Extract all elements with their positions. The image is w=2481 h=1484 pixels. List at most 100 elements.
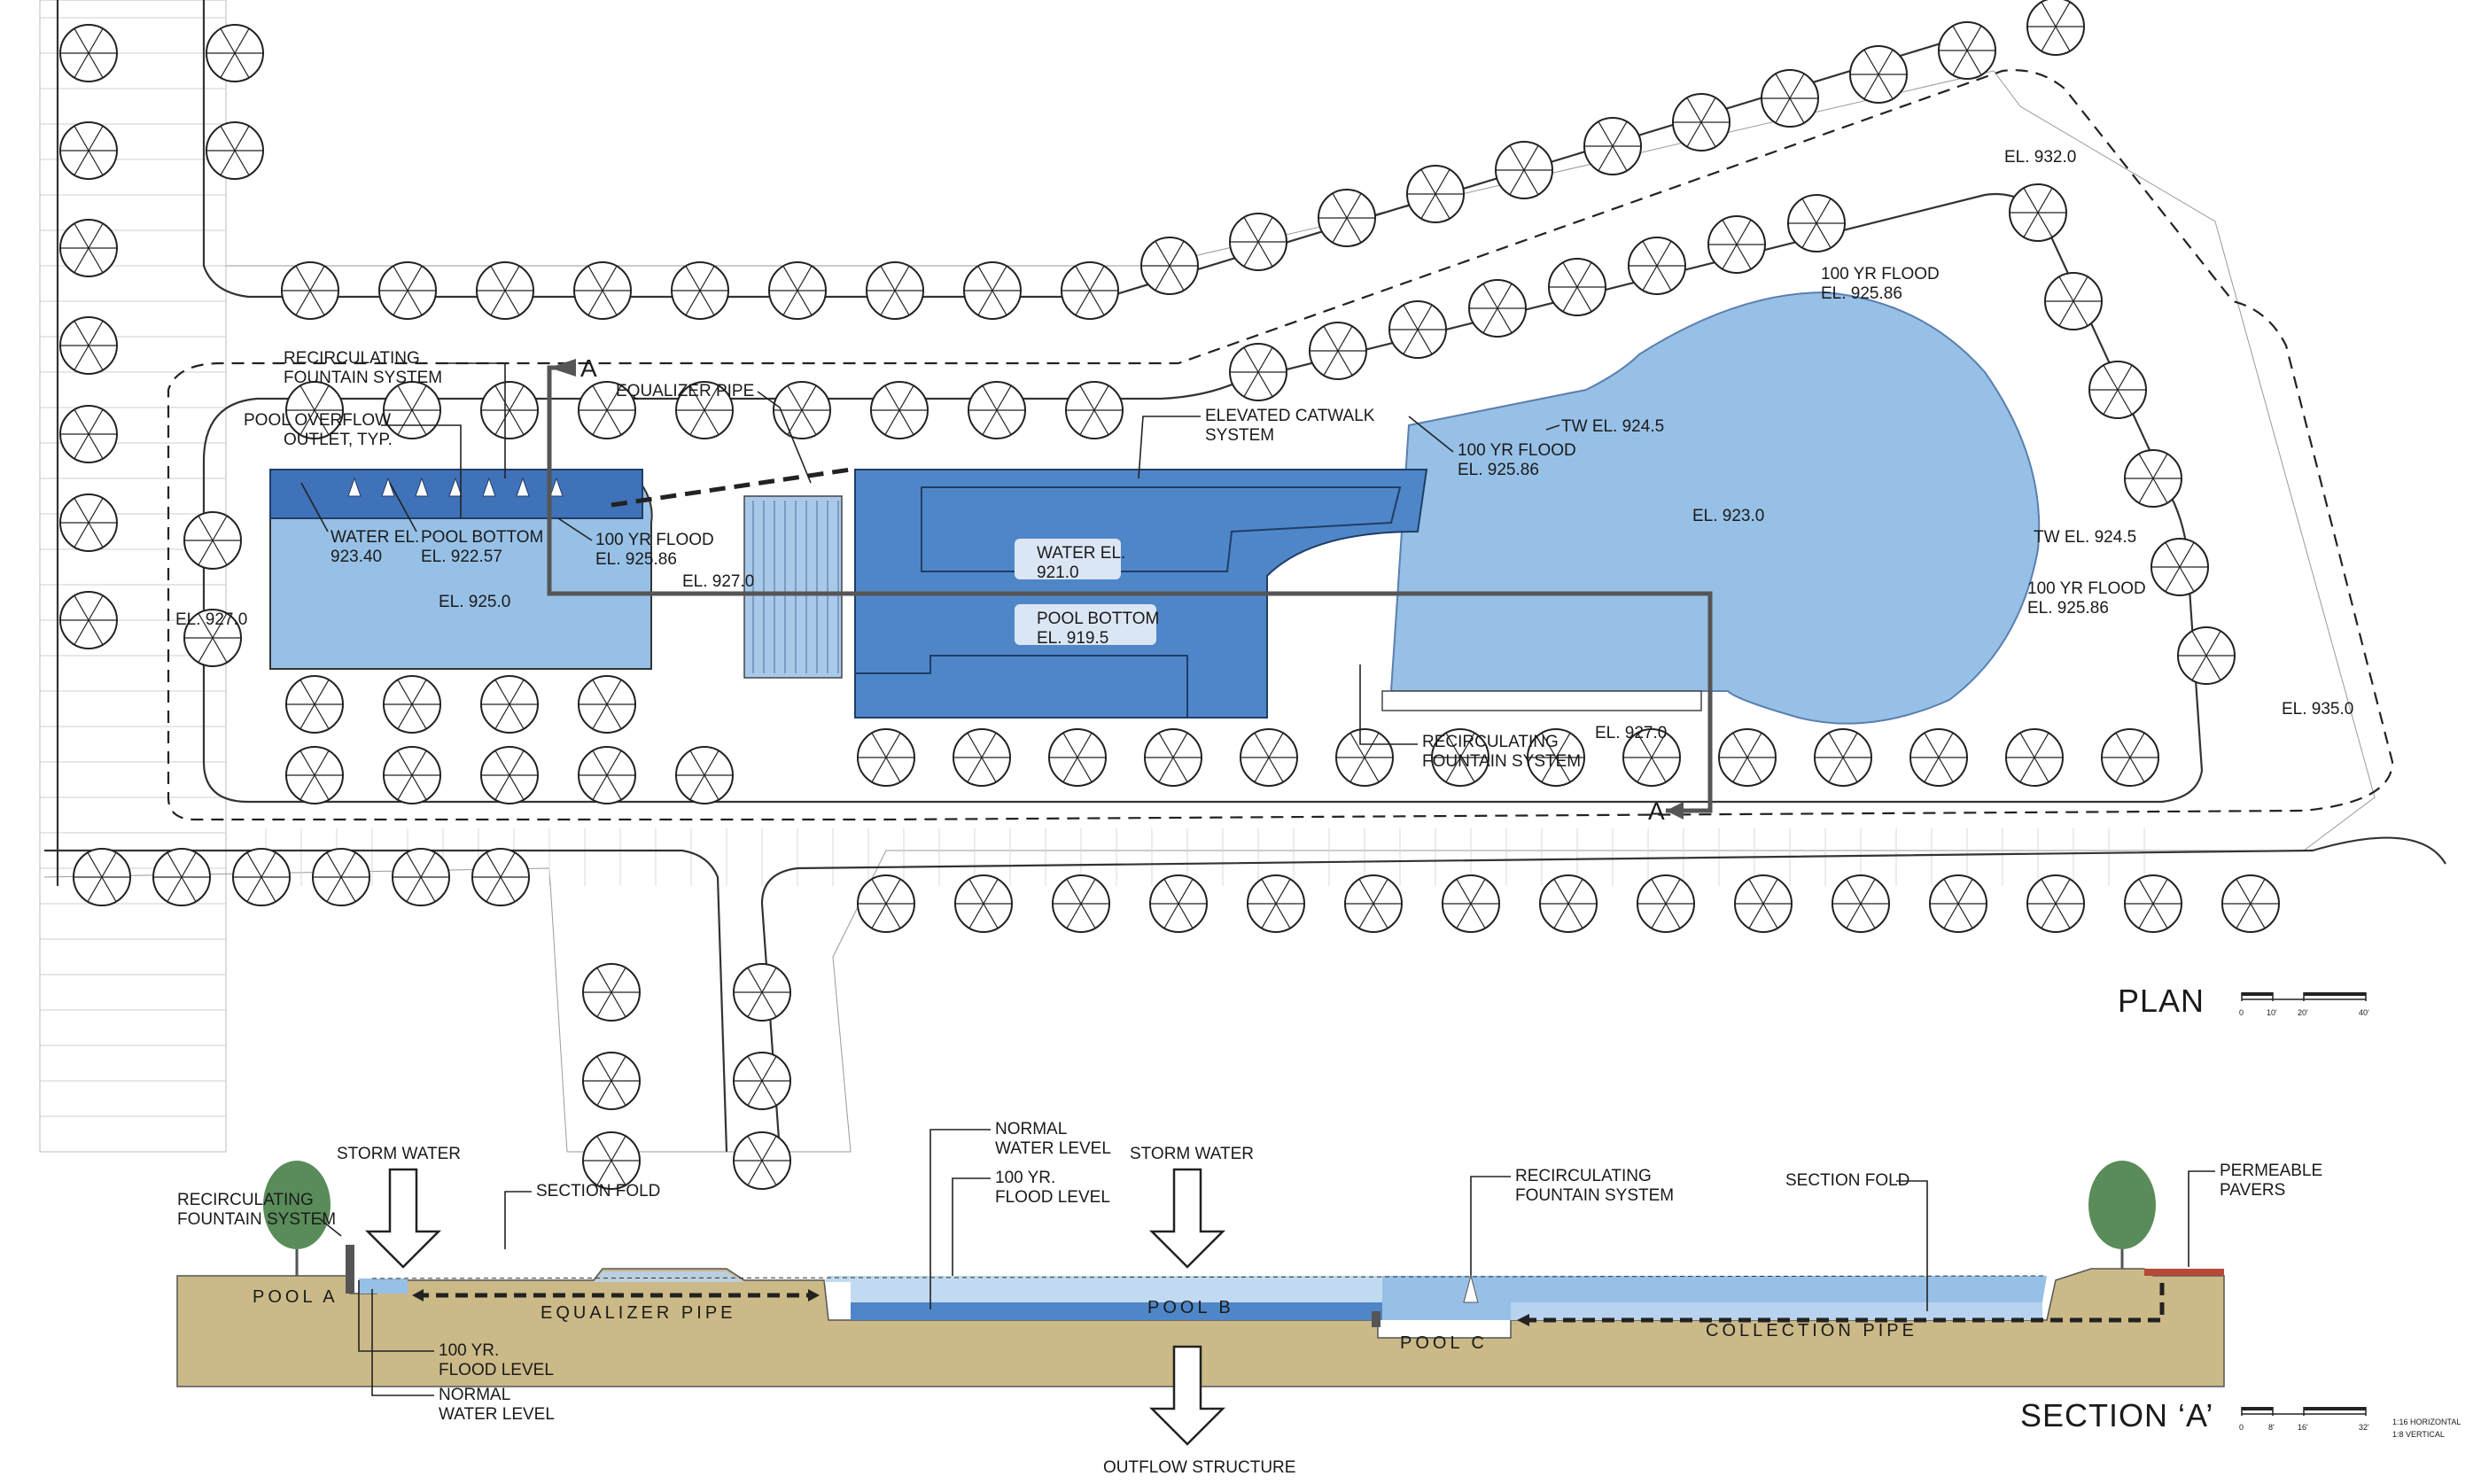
tree-icon — [1761, 69, 1819, 128]
tree-icon — [1909, 728, 1968, 787]
tree-icon — [1622, 728, 1681, 787]
tree-icon — [2150, 538, 2209, 596]
tree-icon — [471, 848, 530, 906]
tree-icon — [963, 261, 1022, 320]
section-scale-note-1: 1:16 HORIZONTAL — [2392, 1418, 2461, 1426]
tree-icon — [578, 746, 636, 804]
section-scale-16: 16' — [2298, 1423, 2308, 1432]
tree-icon — [1814, 728, 1872, 787]
label-outflow: OUTFLOW STRUCTURE — [1103, 1458, 1295, 1477]
label-equalizer-pipe-section: EQUALIZER PIPE — [541, 1303, 736, 1323]
plan-title: PLAN — [2118, 983, 2205, 1019]
tree-icon — [1832, 874, 1890, 933]
label-normal-water-1: NORMAL — [439, 1386, 510, 1404]
tree-icon — [1637, 874, 1695, 933]
section-scale-0: 0 — [2239, 1423, 2244, 1432]
tree-icon — [1388, 300, 1447, 359]
tree-icon — [675, 746, 734, 804]
label-recirc-fountain-b: FOUNTAIN SYSTEM — [284, 369, 442, 387]
tree-icon — [392, 848, 450, 906]
pool-c-plan — [1389, 291, 2041, 725]
tree-icon — [59, 591, 118, 649]
label-flood-level-1b: FLOOD LEVEL — [439, 1361, 554, 1379]
section-title: SECTION ‘A’ — [2020, 1397, 2213, 1433]
tree-icon — [1583, 117, 1642, 175]
label-pool-c: POOL C — [1400, 1333, 1488, 1353]
tree-icon — [1718, 728, 1777, 787]
tree-icon — [2101, 728, 2159, 787]
tree-icon — [1344, 874, 1403, 933]
tree-icon — [675, 381, 734, 439]
tree-icon — [1052, 874, 1110, 933]
tree-icon — [857, 874, 915, 933]
tree-icon — [281, 261, 339, 320]
label-el-932: EL. 932.0 — [2004, 148, 2076, 167]
tree-icon — [383, 746, 441, 804]
label-recirc-fountain-2: RECIRCULATING — [1422, 733, 1559, 751]
tree-icon — [773, 381, 831, 439]
label-el-927-left: EL. 927.0 — [175, 610, 247, 629]
tree-icon — [1495, 141, 1553, 199]
tree-icon — [954, 874, 1013, 933]
label-storm-water-2: STORM WATER — [1130, 1145, 1254, 1163]
tree-icon — [480, 675, 539, 734]
label-recirc-2b: FOUNTAIN SYSTEM — [1515, 1186, 1674, 1205]
tree-icon — [206, 121, 264, 180]
label-pool-overflow: POOL OVERFLOW — [244, 411, 391, 430]
label-section-fold-2: SECTION FOLD — [1785, 1171, 1909, 1190]
tree-icon — [2124, 874, 2182, 933]
tree-icon — [2221, 874, 2280, 933]
tree-icon — [152, 848, 211, 906]
label-flood-a-val: EL. 925.86 — [595, 550, 677, 569]
tree-icon — [2124, 449, 2182, 508]
tree-icon — [1628, 237, 1686, 295]
tree-icon — [378, 261, 437, 320]
label-pool-b: POOL B — [1147, 1298, 1234, 1317]
tree-icon — [206, 24, 264, 82]
tree-icon — [1707, 215, 1766, 274]
tree-icon — [1144, 728, 1202, 787]
tree-icon — [1247, 874, 1305, 933]
label-elevated-catwalk-b: SYSTEM — [1205, 426, 1274, 445]
tree-icon — [285, 381, 344, 439]
label-collection-pipe: COLLECTION PIPE — [1706, 1321, 1917, 1340]
section-cut-line — [547, 359, 1713, 820]
tree-icon — [1318, 189, 1376, 247]
section-arrows — [364, 1168, 1226, 1446]
tree-icon — [582, 1131, 641, 1190]
label-normal-water-2b: WATER LEVEL — [995, 1139, 1111, 1158]
plan-scale-40: 40' — [2359, 1008, 2369, 1017]
tree-icon — [1527, 728, 1585, 787]
label-recirc-2: RECIRCULATING — [1515, 1167, 1652, 1185]
tree-icon — [2009, 183, 2067, 242]
tree-icon — [2026, 0, 2085, 56]
section-labels: STORM WATER SECTION FOLD RECIRCULATING F… — [177, 1120, 2322, 1477]
label-recirc-fountain-2b: FOUNTAIN SYSTEM — [1422, 752, 1581, 771]
label-flood-c1-val: EL. 925.86 — [1821, 284, 1902, 303]
tree-icon — [59, 405, 118, 463]
tree-icon — [383, 381, 441, 439]
label-el-927-bottom: EL. 927.0 — [1595, 724, 1667, 742]
tree-icon — [1406, 165, 1465, 223]
tree-icon — [2026, 874, 2085, 933]
tree-icon — [2005, 728, 2064, 787]
tree-icon — [582, 1052, 641, 1110]
tree-icon — [2177, 626, 2236, 685]
tree-icon — [480, 381, 539, 439]
tree-icon — [73, 848, 131, 906]
plan-scale-0: 0 — [2239, 1008, 2244, 1017]
tree-icon — [183, 511, 242, 570]
tree-icon — [1431, 728, 1489, 787]
tree-icon — [232, 848, 291, 906]
section-scale-note-2: 1:8 VERTICAL — [2392, 1430, 2445, 1439]
label-pool-bottom-a-val: EL. 922.57 — [421, 548, 502, 566]
tree-icon — [857, 728, 915, 787]
label-recirc-fountain: RECIRCULATING — [284, 349, 420, 368]
label-equalizer-pipe: EQUALIZER PIPE — [616, 382, 754, 400]
plan-scale-bar: 0 10' 20' 40' — [2239, 992, 2369, 1017]
tree-icon — [59, 24, 118, 82]
tree-icon — [1065, 381, 1124, 439]
tree-icon — [953, 728, 1011, 787]
tree-icon — [2044, 272, 2103, 330]
